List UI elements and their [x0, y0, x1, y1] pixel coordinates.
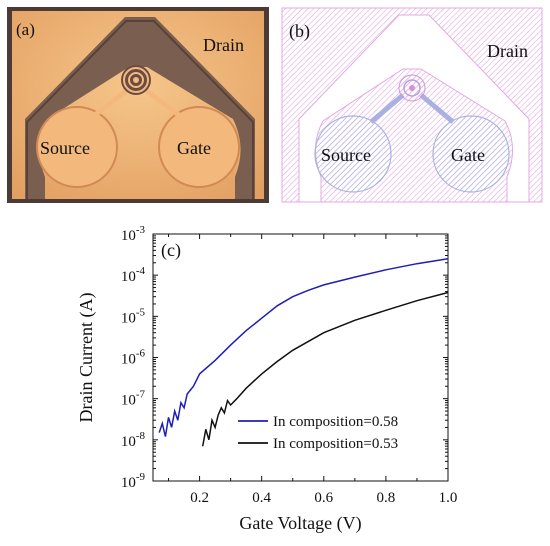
drain-label: Drain — [203, 35, 244, 55]
x-tick-label: 0.8 — [377, 490, 396, 506]
ring-source-dot — [409, 85, 415, 91]
y-tick-label: 10-7 — [121, 389, 146, 409]
series-line — [201, 291, 449, 447]
mesa-region — [25, 17, 255, 199]
gate-pad — [432, 115, 510, 193]
gate-label: Gate — [451, 145, 485, 165]
ring-source-dot — [133, 77, 139, 83]
y-tick-label: 10-9 — [121, 471, 146, 491]
source-label: Source — [40, 138, 90, 158]
ring-gate — [403, 79, 421, 97]
series-line — [158, 258, 449, 437]
source-feed-line — [93, 87, 131, 117]
ring-inner — [128, 72, 144, 88]
series-layer — [158, 258, 449, 447]
ring-gate — [123, 67, 149, 93]
y-tick-label: 10-6 — [121, 348, 146, 368]
micrograph-svg: (a) Drain Source Gate — [7, 7, 269, 203]
panel-tag: (c) — [161, 240, 181, 261]
gate-label: Gate — [177, 138, 211, 158]
y-tick-label: 10-8 — [121, 430, 146, 450]
source-label: Source — [321, 145, 371, 165]
source-pad — [314, 115, 392, 193]
x-tick-label: 0.6 — [314, 490, 333, 506]
y-axis-label: Drain Current (A) — [76, 293, 97, 423]
legend: In composition=0.58 In composition=0.53 — [238, 414, 398, 452]
layout-panel-b: (b) Drain Source Gate — [281, 7, 543, 203]
x-tick-label: 0.2 — [190, 490, 209, 506]
legend-label: In composition=0.53 — [273, 436, 398, 452]
micrograph-panel-a: (a) Drain Source Gate — [7, 7, 269, 203]
x-tick-label: 1.0 — [439, 490, 458, 506]
legend-label: In composition=0.58 — [273, 414, 398, 430]
panel-tag: (b) — [289, 21, 310, 42]
source-pad — [36, 106, 118, 188]
x-axis-label: Gate Voltage (V) — [239, 513, 361, 534]
mesa-edge — [26, 20, 254, 199]
drain-label: Drain — [487, 41, 528, 61]
source-feed-line — [369, 93, 405, 124]
x-tick-label: 0.4 — [252, 490, 271, 506]
y-tick-label: 10-5 — [121, 306, 146, 326]
gate-feed-line — [145, 89, 181, 117]
layout-svg: (b) Drain Source Gate — [281, 7, 543, 203]
gate-pad — [158, 106, 240, 188]
y-tick-label: 10-3 — [121, 224, 146, 244]
y-axis-ticks: 10-9 10-8 10-7 10-6 10-5 10-4 10-3 — [121, 224, 448, 491]
y-tick-label: 10-4 — [121, 265, 146, 285]
gate-feed-line — [419, 93, 455, 124]
x-axis-ticks: 0.2 0.4 0.6 0.8 1.0 — [168, 234, 458, 506]
panel-tag: (a) — [16, 20, 35, 39]
